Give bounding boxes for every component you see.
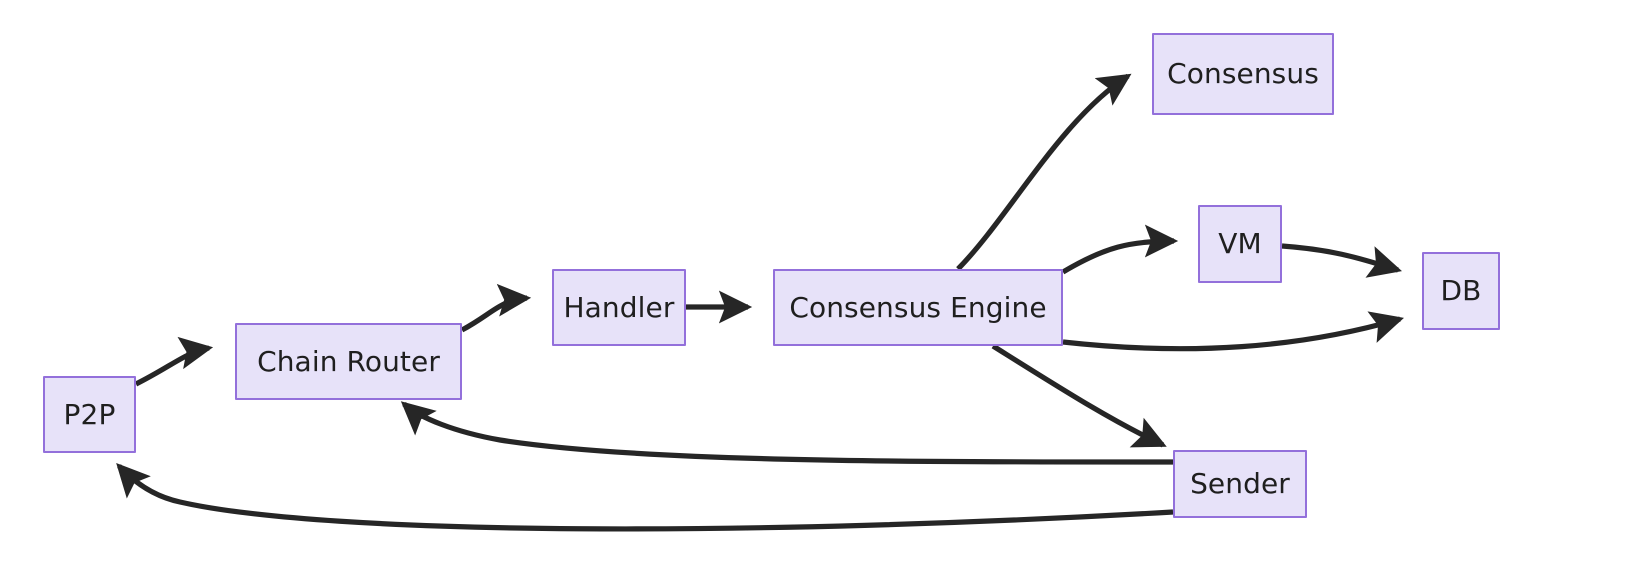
- node-db-label: DB: [1440, 274, 1482, 307]
- node-p2p-label: P2P: [63, 397, 116, 431]
- node-vm[interactable]: VM: [1198, 205, 1282, 283]
- edge-consensus-engine-to-vm: [1061, 224, 1179, 275]
- edge-p2p-to-chain-router: [134, 336, 214, 387]
- node-handler[interactable]: Handler: [552, 269, 686, 346]
- node-vm-label: VM: [1218, 227, 1262, 260]
- edge-consensus-engine-to-sender: [991, 343, 1167, 448]
- node-consensus[interactable]: Consensus: [1152, 33, 1334, 115]
- node-chain-router[interactable]: Chain Router: [235, 323, 462, 400]
- edge-consensus-engine-to-consensus: [956, 73, 1132, 271]
- node-sender-label: Sender: [1190, 467, 1290, 500]
- edge-vm-to-db: [1281, 243, 1402, 278]
- node-consensus-engine[interactable]: Consensus Engine: [773, 269, 1063, 346]
- node-db[interactable]: DB: [1422, 252, 1500, 330]
- edge-sender-to-p2p: [116, 462, 1174, 532]
- node-chain-router-label: Chain Router: [257, 344, 440, 378]
- node-consensus-engine-label: Consensus Engine: [789, 290, 1047, 324]
- edge-consensus-engine-to-db: [1062, 311, 1404, 352]
- node-handler-label: Handler: [563, 290, 675, 324]
- node-sender[interactable]: Sender: [1173, 450, 1307, 518]
- node-consensus-label: Consensus: [1167, 57, 1319, 90]
- edge-sender-to-chain-router: [400, 401, 1174, 465]
- edge-chain-router-to-handler: [460, 283, 532, 333]
- node-p2p[interactable]: P2P: [43, 376, 136, 453]
